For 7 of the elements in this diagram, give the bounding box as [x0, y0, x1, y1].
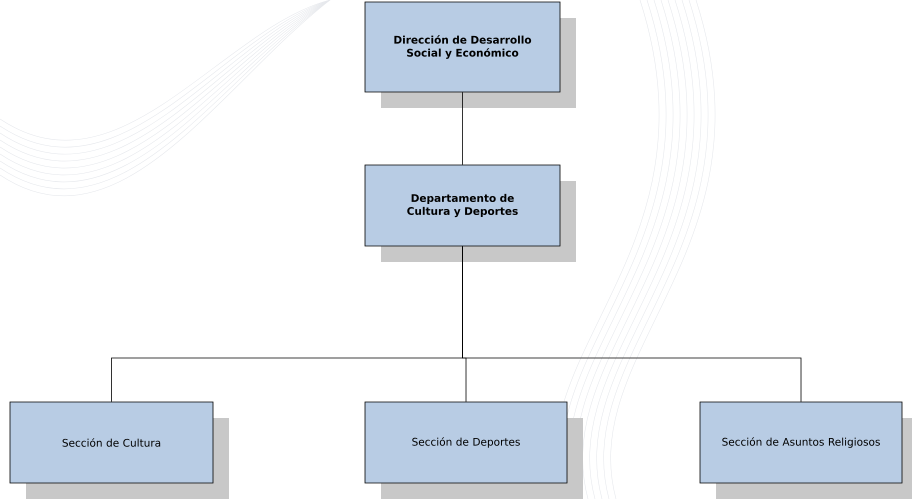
connector-line: [462, 246, 802, 402]
org-box: Dirección de Desarrollo Social y Económico: [364, 2, 576, 108]
org-box: Sección de Asuntos Religiosos: [700, 402, 912, 499]
org-box: Sección de Deportes: [364, 402, 583, 499]
org-box: Departamento de Cultura y Deportes: [364, 164, 576, 262]
org-box: Sección de Cultura: [10, 402, 229, 499]
connector-line: [462, 92, 463, 165]
